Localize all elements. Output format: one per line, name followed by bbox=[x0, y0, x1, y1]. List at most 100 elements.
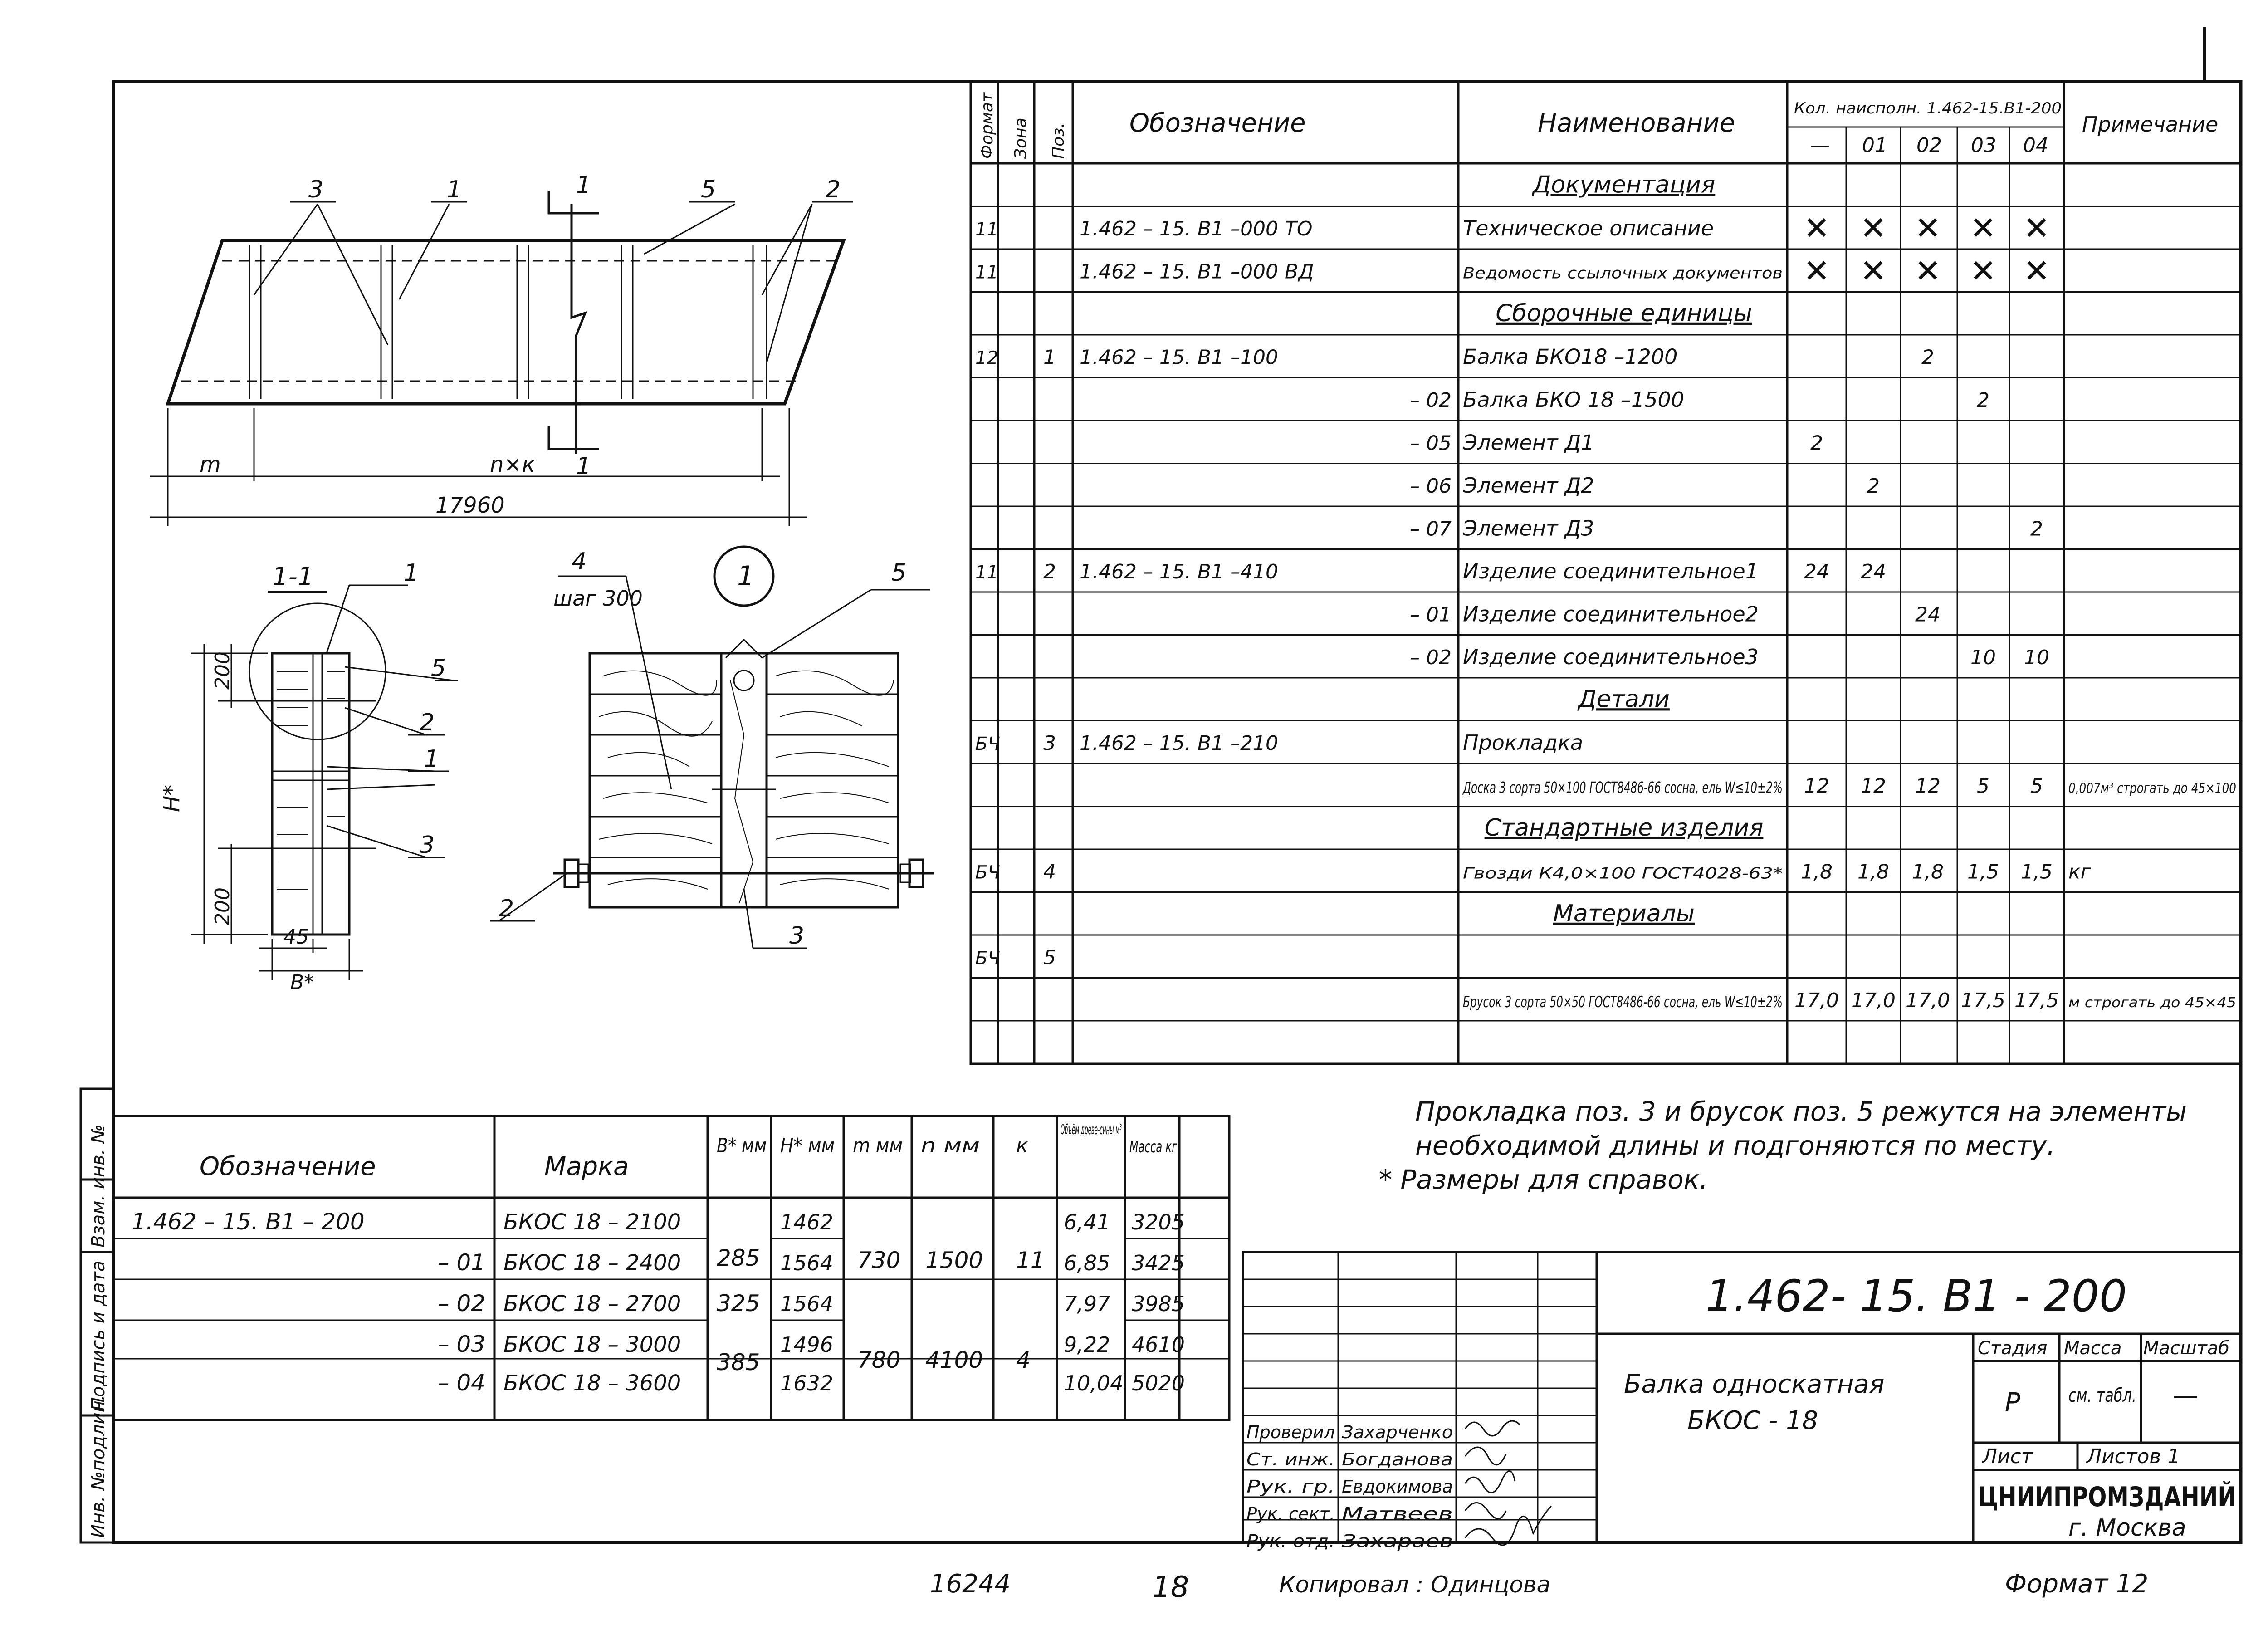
cell-designation: – 06 bbox=[1410, 475, 1452, 498]
var-mass: 3985 bbox=[1132, 1292, 1185, 1316]
cell-qty: 2 bbox=[1810, 431, 1823, 455]
cell-name: Балка БКО 18 –1500 bbox=[1463, 387, 1684, 412]
var-volume: 10,04 bbox=[1064, 1371, 1124, 1395]
var-hdr-mass: Масса кг bbox=[1129, 1138, 1178, 1156]
var-k-merged-2: 4 bbox=[1016, 1347, 1031, 1373]
var-k-merged-1: 11 bbox=[1016, 1247, 1045, 1273]
var-mass: 3425 bbox=[1132, 1251, 1185, 1275]
cell-format: БЧ bbox=[975, 734, 1000, 754]
cell-name: Элемент Д1 bbox=[1462, 430, 1594, 455]
cell-qty: 5 bbox=[1977, 774, 1989, 798]
cell-designation: 1.462 – 15. В1 –000 ТО bbox=[1080, 217, 1313, 240]
role-name: Евдокимова bbox=[1342, 1477, 1453, 1497]
var-hdr-designation: Обозначение bbox=[200, 1152, 376, 1181]
title-block: 1.462- 15. В1 - 200 Балка односкатная БК… bbox=[1242, 1251, 2242, 1551]
plan-leader-1: 1 bbox=[447, 176, 462, 203]
hdr-note: Примечание bbox=[2082, 112, 2218, 137]
var-n-merged-1: 1500 bbox=[925, 1247, 983, 1273]
role-label: Ст. инж. bbox=[1246, 1449, 1335, 1469]
cell-qty: 1,5 bbox=[1967, 860, 1999, 883]
cell-format: 12 bbox=[975, 348, 998, 368]
var-hdr-n: n мм bbox=[921, 1134, 980, 1157]
hdr-name: Наименование bbox=[1538, 108, 1735, 138]
footer-format: Формат 12 bbox=[2005, 1569, 2148, 1599]
var-hdr-m: m мм bbox=[853, 1134, 903, 1157]
role-label: Рук. сект. bbox=[1246, 1504, 1335, 1524]
dim-45: 45 bbox=[284, 925, 309, 949]
hdr-qty-1: 01 bbox=[1862, 134, 1887, 157]
cell-qty: 5 bbox=[2030, 774, 2043, 798]
cell-pos: 4 bbox=[1043, 860, 1056, 883]
footer-inv: 16244 bbox=[930, 1569, 1011, 1599]
dim-nk: n×к bbox=[490, 452, 535, 477]
org-name: ЦНИИПРОМЗДАНИЙ bbox=[1978, 1480, 2236, 1513]
cell-name: Техническое описание bbox=[1463, 216, 1714, 240]
stage-label: Стадия bbox=[1978, 1338, 2047, 1359]
cell-qty: ✕ bbox=[1970, 210, 1997, 247]
hdr-qty-group: Кол. наисполн. 1.462-15.В1-200 bbox=[1794, 99, 2062, 117]
var-mark: БКОС 18 – 2100 bbox=[503, 1209, 681, 1235]
hdr-format: Формат bbox=[978, 92, 997, 159]
hdr-zone: Зона bbox=[1012, 117, 1030, 159]
title-line-1: Балка односкатная bbox=[1624, 1370, 1885, 1399]
cell-name: Изделие соединительное1 bbox=[1463, 559, 1759, 583]
cell-qty: 10 bbox=[1970, 646, 1996, 669]
section-1-1: 1-1 200 200 Н* bbox=[159, 559, 458, 994]
node-leader-4: 4 bbox=[572, 548, 587, 575]
cell-qty: 10 bbox=[2024, 646, 2049, 669]
cell-name: Гвозди К4,0×100 ГОСТ4028-63* bbox=[1463, 864, 1783, 882]
cell-qty: 17,0 bbox=[1906, 989, 1950, 1012]
var-n-merged-2: 4100 bbox=[925, 1347, 983, 1373]
cell-qty: 24 bbox=[1804, 560, 1829, 583]
cell-qty: 2 bbox=[1921, 346, 1934, 369]
cell-pos: 1 bbox=[1043, 346, 1056, 369]
dim-m: m bbox=[200, 452, 221, 477]
cell-designation: – 02 bbox=[1410, 389, 1452, 412]
cell-designation: 1.462 – 15. В1 –100 bbox=[1080, 346, 1278, 369]
footer-page: 18 bbox=[1152, 1571, 1189, 1604]
var-mass: 3205 bbox=[1132, 1210, 1185, 1234]
hdr-qty-4: 04 bbox=[2023, 134, 2048, 157]
section-title: 1-1 bbox=[272, 562, 313, 592]
var-designation: 1.462 – 15. В1 – 200 bbox=[132, 1209, 365, 1235]
cell-qty: 1,8 bbox=[1912, 860, 1944, 883]
cell-qty: ✕ bbox=[1860, 210, 1887, 247]
cell-name: Элемент Д2 bbox=[1462, 473, 1594, 498]
dim-b: В* bbox=[290, 971, 314, 994]
cell-pos: 3 bbox=[1043, 732, 1056, 755]
cell-note: кг bbox=[2068, 860, 2092, 883]
var-designation: – 01 bbox=[438, 1249, 485, 1276]
cell-qty: 12 bbox=[1915, 774, 1941, 798]
role-name: Матвеев bbox=[1342, 1504, 1453, 1524]
cell-qty: ✕ bbox=[1860, 252, 1887, 289]
dim-total: 17960 bbox=[435, 493, 505, 518]
var-b-merged-1: 285 bbox=[717, 1245, 760, 1271]
plan-leader-2: 2 bbox=[826, 176, 841, 203]
var-mass: 5020 bbox=[1132, 1371, 1185, 1395]
var-mark: БКОС 18 – 2700 bbox=[503, 1291, 681, 1317]
cell-designation: – 07 bbox=[1410, 517, 1452, 540]
var-h: 1632 bbox=[780, 1371, 833, 1395]
spec-table: Формат Зона Поз. Обозначение Наименовани… bbox=[969, 80, 2242, 1065]
node-leader-5: 5 bbox=[891, 559, 906, 587]
role-name: Богданова bbox=[1342, 1449, 1453, 1469]
plan-leader-5: 5 bbox=[701, 176, 716, 203]
plan-leader-3: 3 bbox=[308, 176, 323, 203]
cell-pos: 5 bbox=[1043, 946, 1056, 969]
var-volume: 7,97 bbox=[1064, 1292, 1110, 1316]
scale-label: Масштаб bbox=[2143, 1338, 2229, 1359]
node-leader-2: 2 bbox=[499, 895, 514, 922]
var-h: 1564 bbox=[780, 1292, 833, 1316]
stamp-inv-label: Инв. №подлин. bbox=[88, 1395, 109, 1538]
cell-qty: 2 bbox=[1977, 389, 1989, 412]
cell-qty: 2 bbox=[2030, 517, 2043, 540]
cut-label-top: 1 bbox=[576, 171, 591, 199]
org-city: г. Москва bbox=[2068, 1514, 2186, 1542]
node-callout-label: 1 bbox=[737, 560, 754, 592]
cell-designation: 1.462 – 15. В1 –410 bbox=[1080, 560, 1278, 583]
cell-qty: 12 bbox=[1804, 774, 1829, 798]
role-name: Захарченко bbox=[1342, 1422, 1453, 1442]
title-line-2: БКОС - 18 bbox=[1687, 1406, 1818, 1435]
cell-note: 0,007м³ строгать до 45×100 bbox=[2068, 780, 2236, 796]
